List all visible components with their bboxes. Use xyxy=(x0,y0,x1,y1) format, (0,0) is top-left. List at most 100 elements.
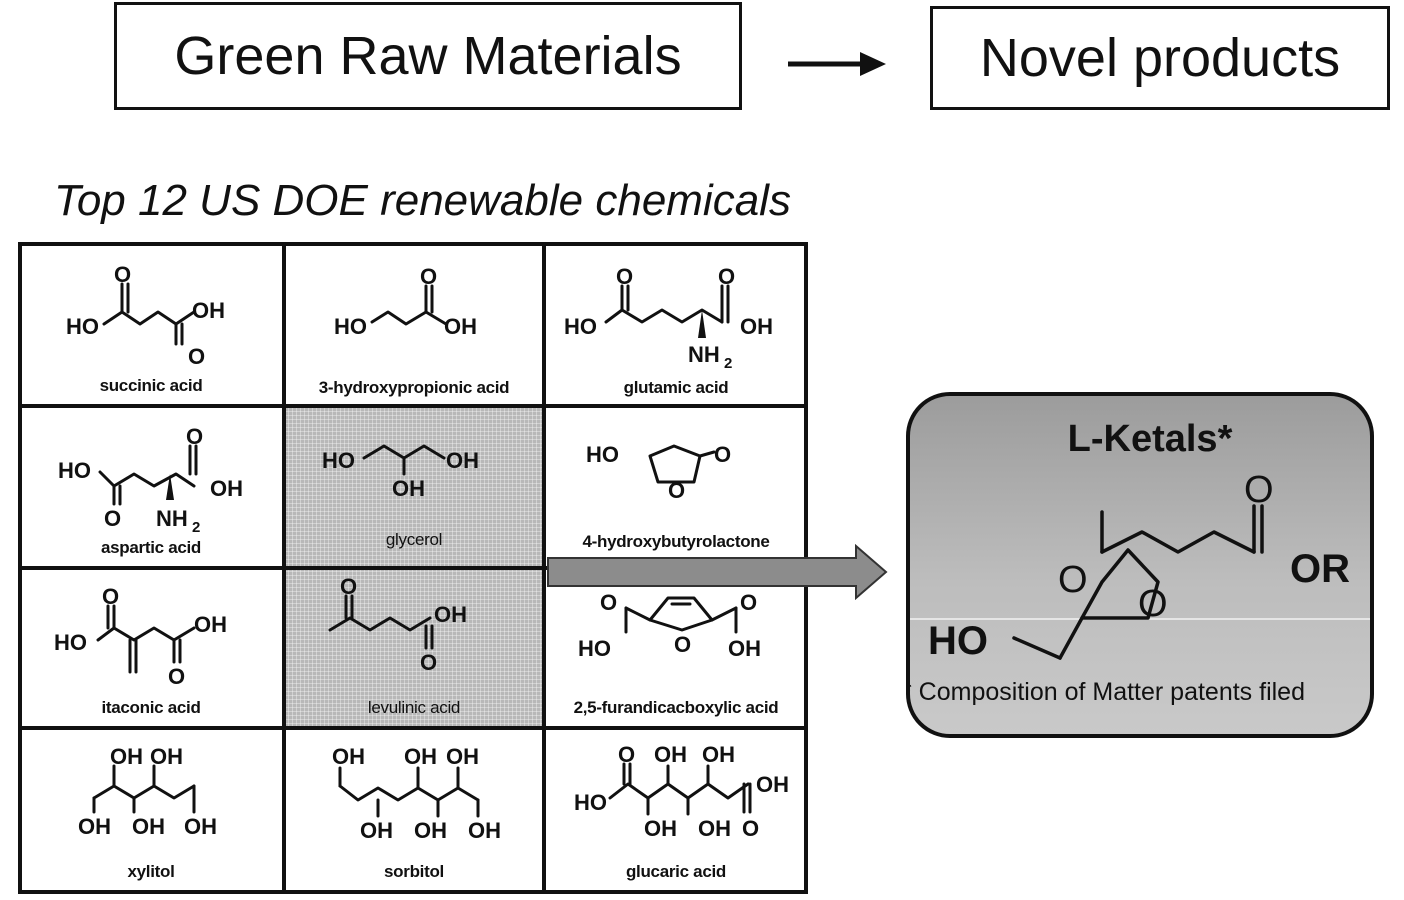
atom-o: O xyxy=(114,262,131,287)
atom-oh: OH xyxy=(332,744,365,769)
cell-3-hydroxypropionic-acid: O HO OH 3-hydroxypropionic acid xyxy=(284,242,544,406)
atom-oh: OH xyxy=(110,744,143,769)
atom-oh: OH xyxy=(654,742,687,767)
cell-xylitol: OH OH OH OH OH xylitol xyxy=(18,728,284,894)
atom-oh: OH xyxy=(444,314,477,339)
chemical-name: 2,5-furandicacboxylic acid xyxy=(573,698,779,717)
atom-subscript: 2 xyxy=(724,355,732,372)
cell-furandicarboxylic-acid: O HO O O OH 2,5-furandicacboxylic acid xyxy=(544,568,808,728)
chemical-name: levulinic acid xyxy=(367,698,461,717)
chemical-name: sorbitol xyxy=(384,862,444,881)
chemical-name: glucaric acid xyxy=(625,862,727,881)
atom-oh: OH xyxy=(392,476,425,501)
atom-o: O xyxy=(188,344,205,369)
atom-ho: HO xyxy=(334,314,367,339)
atom-oh: OH xyxy=(194,612,227,637)
levulinic-acid-structure: O OH O xyxy=(328,574,467,675)
sorbitol-structure: OH OH OH OH OH OH xyxy=(332,744,501,843)
atom-ho: HO xyxy=(54,630,87,655)
glucaric-acid-structure: O OH OH HO OH OH OH O xyxy=(574,742,789,841)
atom-oh: OH xyxy=(446,744,479,769)
atom-subscript: 2 xyxy=(192,519,200,536)
chemical-name: 4-hydroxybutyrolactone xyxy=(582,532,770,551)
atom-oh: OH xyxy=(740,314,773,339)
atom-o: O xyxy=(1138,583,1168,625)
cell-4-hydroxybutyrolactone: HO O O 4-hydroxybutyrolactone xyxy=(544,406,808,568)
cell-glutamic-acid: O O HO OH NH 2 glutamic acid xyxy=(544,242,808,406)
cell-itaconic-acid: O HO OH O itaconic acid xyxy=(18,568,284,728)
atom-oh: OH xyxy=(702,742,735,767)
chemical-name: 3-hydroxypropionic acid xyxy=(318,378,510,397)
atom-ho: HO xyxy=(578,636,611,661)
atom-o: O xyxy=(616,264,633,289)
atom-o: O xyxy=(674,632,691,657)
atom-o: O xyxy=(618,742,635,767)
chemical-name: succinic acid xyxy=(99,376,203,395)
novel-products-box: Novel products xyxy=(930,6,1390,110)
chemical-name: glutamic acid xyxy=(623,378,729,397)
atom-oh: OH xyxy=(756,772,789,797)
chemical-name: xylitol xyxy=(127,862,175,881)
atom-oh: OH xyxy=(210,476,243,501)
atom-ho: HO xyxy=(928,619,988,663)
conversion-arrow-icon xyxy=(547,544,888,600)
atom-oh: OH xyxy=(468,818,501,843)
atom-oh: OH xyxy=(414,818,447,843)
succinic-acid-structure: O HO OH O xyxy=(66,262,225,369)
cell-glycerol: HO OH OH glycerol xyxy=(284,406,544,568)
atom-nh2: NH xyxy=(688,342,720,367)
atom-o: O xyxy=(168,664,185,689)
chemical-name: glycerol xyxy=(385,530,443,549)
xylitol-structure: OH OH OH OH OH xyxy=(78,744,217,839)
atom-ho: HO xyxy=(66,314,99,339)
glycerol-structure: HO OH OH xyxy=(322,444,479,501)
itaconic-acid-structure: O HO OH O xyxy=(54,584,227,689)
atom-o: O xyxy=(340,574,357,599)
atom-o: O xyxy=(668,478,685,503)
cell-glucaric-acid: O OH OH HO OH OH OH O glucaric acid xyxy=(544,728,808,894)
hydroxypropionic-acid-structure: O HO OH xyxy=(334,264,477,339)
right-arrow-icon xyxy=(788,52,886,76)
green-raw-materials-box: Green Raw Materials xyxy=(114,2,742,110)
atom-ho: HO xyxy=(564,314,597,339)
l-ketal-structure: O O O OR HO xyxy=(928,469,1350,663)
atom-oh: OH xyxy=(698,816,731,841)
atom-o: O xyxy=(104,506,121,531)
atom-o: O xyxy=(742,816,759,841)
atom-ho: HO xyxy=(58,458,91,483)
green-raw-materials-label: Green Raw Materials xyxy=(174,26,682,86)
atom-oh: OH xyxy=(184,814,217,839)
cell-sorbitol: OH OH OH OH OH OH sorbitol xyxy=(284,728,544,894)
atom-oh: OH xyxy=(644,816,677,841)
atom-oh: OH xyxy=(446,448,479,473)
atom-o: O xyxy=(718,264,735,289)
novel-products-label: Novel products xyxy=(979,28,1341,88)
atom-o: O xyxy=(1058,559,1088,601)
atom-o: O xyxy=(1244,469,1274,511)
cell-levulinic-acid: O OH O levulinic acid xyxy=(284,568,544,728)
atom-o: O xyxy=(102,584,119,609)
chemical-name: itaconic acid xyxy=(101,698,201,717)
atom-oh: OH xyxy=(132,814,165,839)
atom-oh: OH xyxy=(78,814,111,839)
atom-o: O xyxy=(420,650,437,675)
atom-oh: OH xyxy=(150,744,183,769)
chemicals-grid: O HO OH O succinic acid O HO OH 3-hydrox… xyxy=(18,242,808,894)
atom-oh: OH xyxy=(728,636,761,661)
l-ketals-panel: L-Ketals* O O O OR HO * Composition of M… xyxy=(906,392,1374,738)
cell-aspartic-acid: HO O OH O NH 2 aspartic acid xyxy=(18,406,284,568)
hydroxybutyrolactone-structure: HO O O xyxy=(586,442,731,503)
aspartic-acid-structure: HO O OH O NH 2 xyxy=(58,424,243,536)
glutamic-acid-structure: O O HO OH NH 2 xyxy=(564,264,773,372)
atom-o: O xyxy=(600,590,617,615)
chemicals-subtitle: Top 12 US DOE renewable chemicals xyxy=(54,176,791,225)
atom-ho: HO xyxy=(586,442,619,467)
l-ketals-title: L-Ketals* xyxy=(1067,418,1233,460)
atom-oh: OH xyxy=(434,602,467,627)
atom-o: O xyxy=(714,442,731,467)
atom-oh: OH xyxy=(404,744,437,769)
atom-ho: HO xyxy=(322,448,355,473)
atom-o: O xyxy=(740,590,757,615)
atom-ho: HO xyxy=(574,790,607,815)
atom-or: OR xyxy=(1290,547,1350,591)
